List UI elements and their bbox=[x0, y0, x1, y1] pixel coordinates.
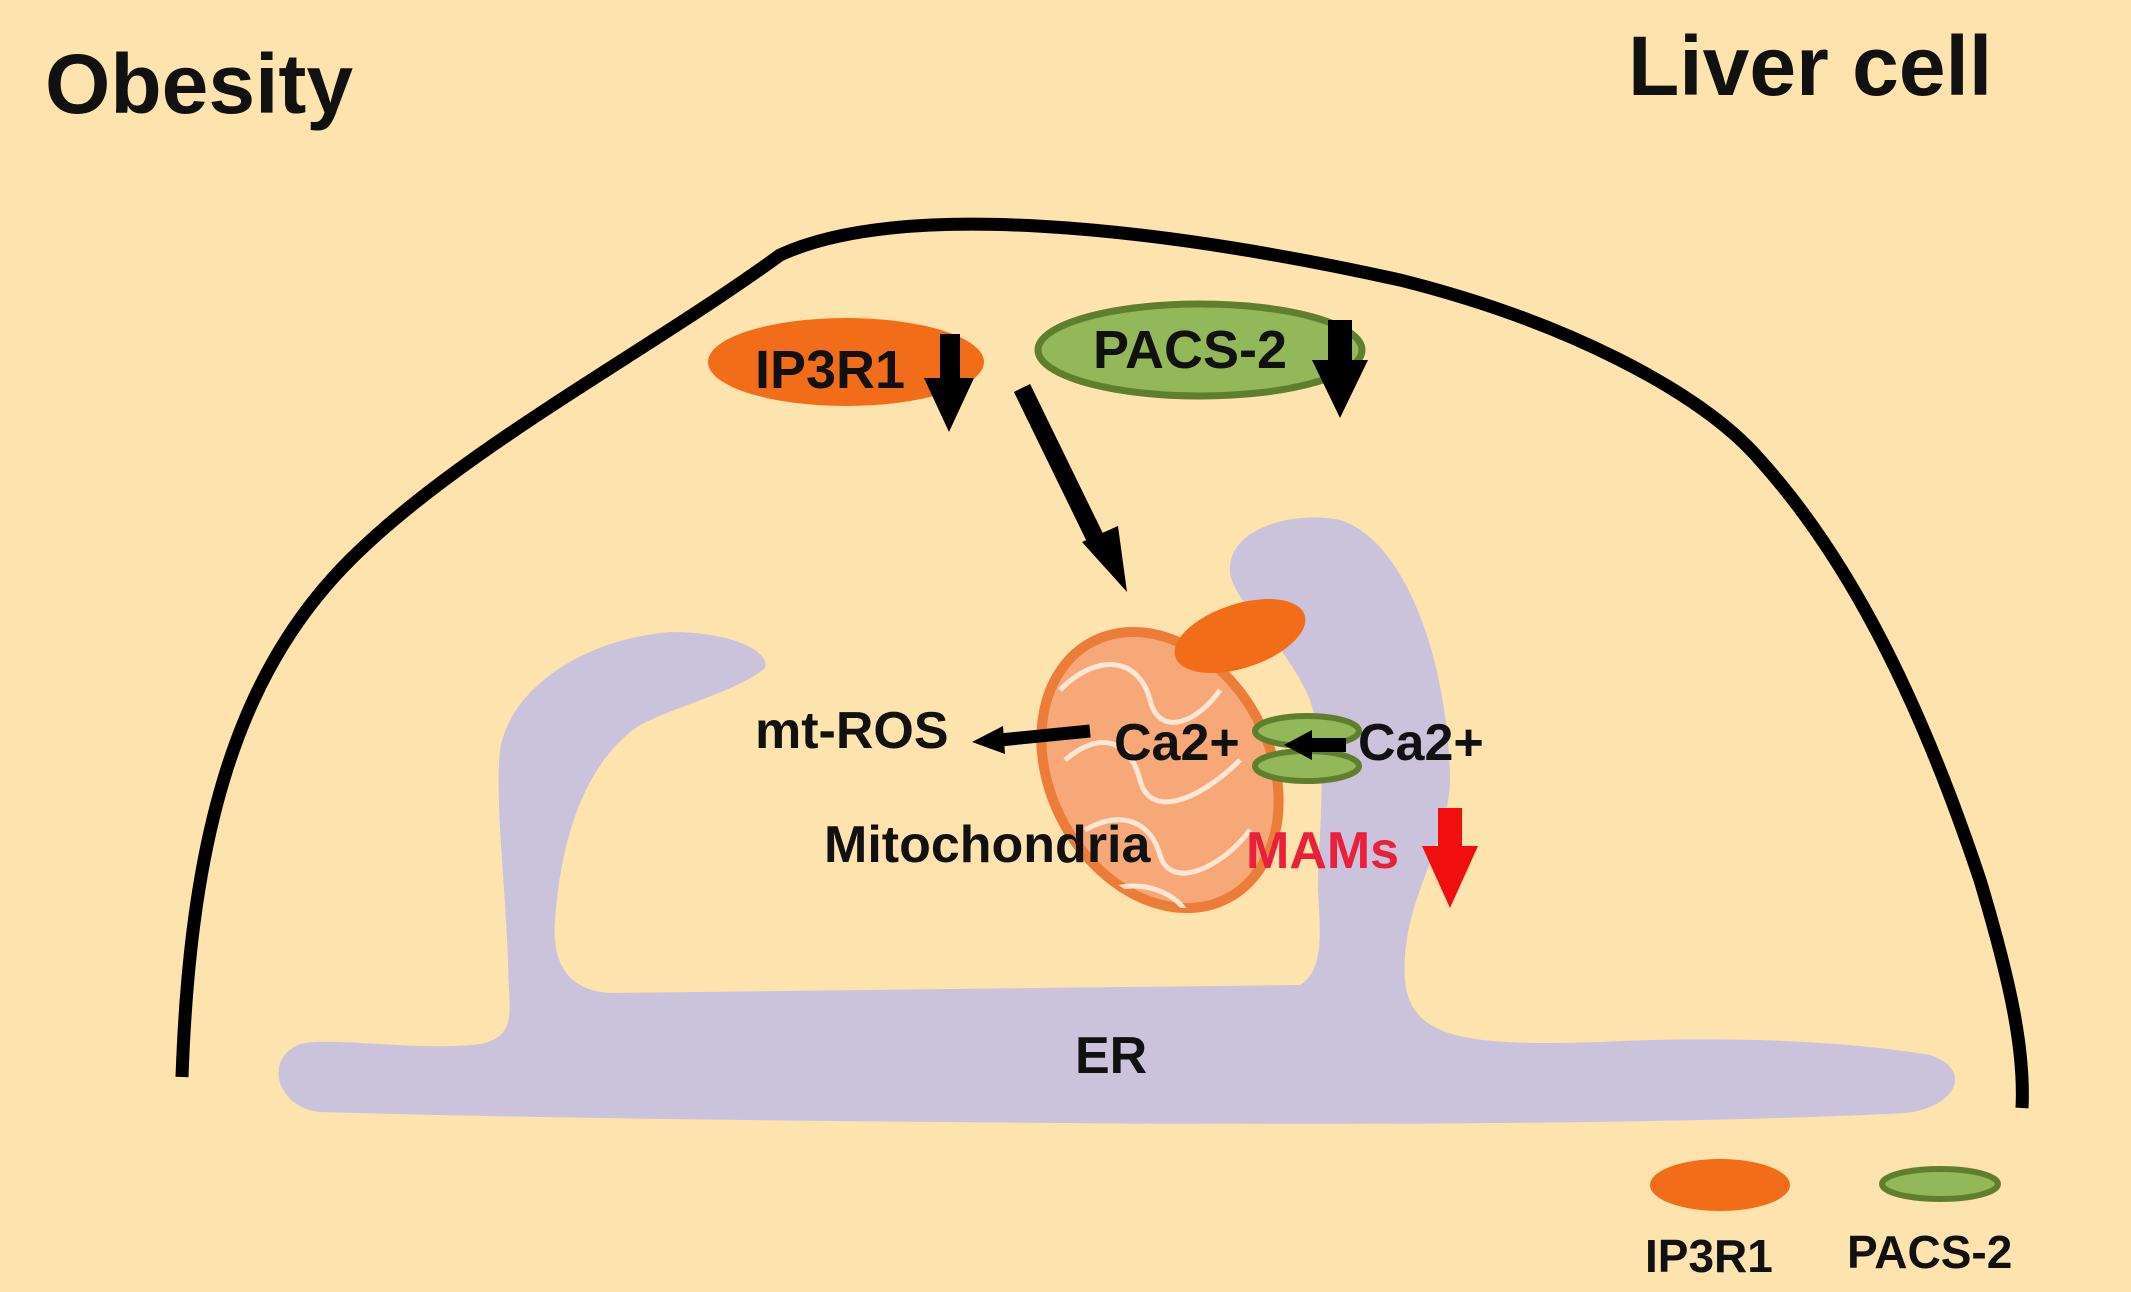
ip3r1-protein-mam bbox=[1174, 599, 1306, 673]
mitochondria-label: Mitochondria bbox=[824, 816, 1152, 874]
legend: IP3R1 PACS-2 bbox=[1645, 1159, 2012, 1282]
legend-pacs2-label: PACS-2 bbox=[1847, 1226, 2012, 1278]
er-shape bbox=[278, 517, 1956, 1124]
mams-down-arrow bbox=[1422, 808, 1478, 908]
diagonal-arrow-shaft bbox=[1013, 384, 1109, 552]
pacs2-label: PACS-2 bbox=[1093, 320, 1287, 380]
ros-arrow-shaft bbox=[999, 724, 1091, 747]
ca-er-label: Ca2+ bbox=[1358, 714, 1484, 772]
legend-pacs2-swatch bbox=[1879, 1166, 2001, 1202]
ip3r1-protein-top bbox=[708, 318, 984, 406]
diagonal-arrow-head bbox=[1082, 526, 1127, 592]
cell-membrane bbox=[175, 217, 2029, 1109]
mams-label: MAMs bbox=[1246, 822, 1399, 880]
ca-flow-arrow-head bbox=[1284, 730, 1312, 760]
er-label: ER bbox=[1075, 1027, 1147, 1085]
ip3r1-label: IP3R1 bbox=[755, 340, 905, 400]
condition-title: Obesity bbox=[45, 37, 353, 131]
legend-ip3r1-label: IP3R1 bbox=[1645, 1230, 1773, 1282]
ca-mito-label: Ca2+ bbox=[1114, 714, 1240, 772]
legend-ip3r1-swatch bbox=[1650, 1159, 1790, 1211]
mitochondrion bbox=[1036, 626, 1284, 914]
pacs2-protein-top bbox=[1034, 300, 1366, 400]
cell-title: Liver cell bbox=[1628, 19, 1992, 113]
pacs2-down-arrow bbox=[1312, 320, 1368, 418]
ros-arrow-head bbox=[972, 726, 1005, 754]
mt-ros-label: mt-ROS bbox=[755, 702, 949, 760]
ip3r1-down-arrow bbox=[924, 334, 974, 432]
